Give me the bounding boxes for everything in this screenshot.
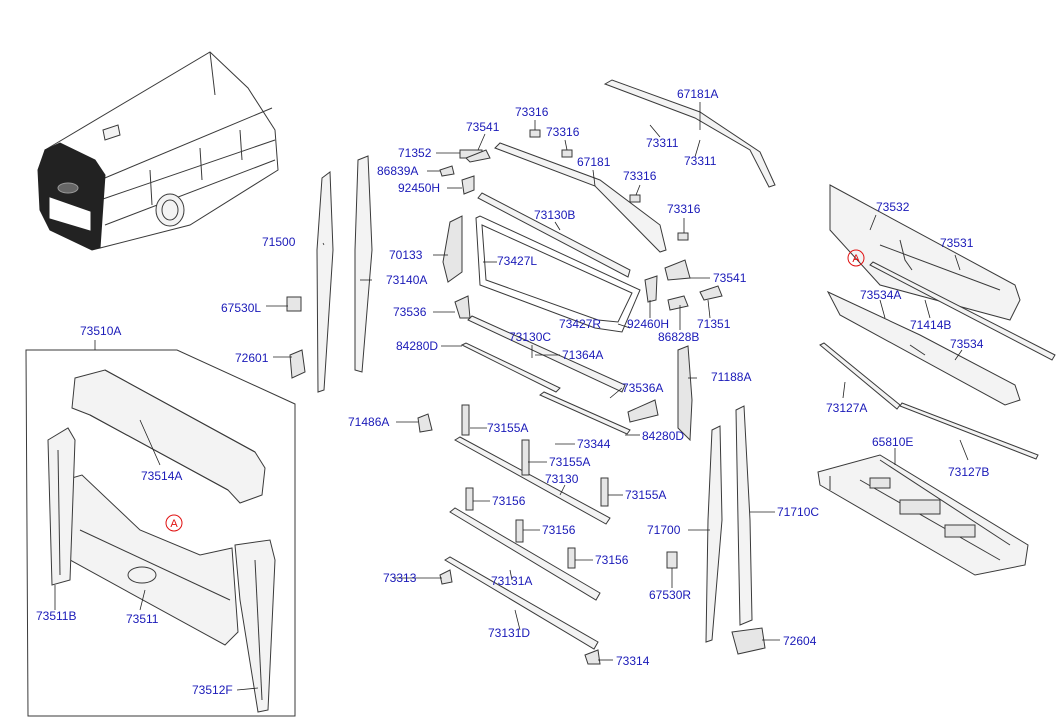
reference-letter: A: [852, 253, 860, 265]
part-label-86839A[interactable]: 86839A: [377, 164, 418, 178]
part-label-73534A[interactable]: 73534A: [860, 288, 901, 302]
part-label-73514A[interactable]: 73514A: [141, 469, 182, 483]
rear-panel-assembly-box: [25, 349, 296, 717]
part-label-73130B[interactable]: 73130B: [534, 208, 575, 222]
centre-parts-illustration: [286, 79, 776, 665]
part-label-73536A[interactable]: 73536A: [622, 381, 663, 395]
part-label-73427L[interactable]: 73427L: [497, 254, 537, 268]
part-label-67530R[interactable]: 67530R: [649, 588, 691, 602]
part-label-73427R[interactable]: 73427R: [559, 317, 601, 331]
part-label-73534[interactable]: 73534: [950, 337, 984, 351]
part-label-71414B[interactable]: 71414B: [910, 318, 951, 332]
part-label-71700[interactable]: 71700: [647, 523, 681, 537]
part-label-71710C[interactable]: 71710C: [777, 505, 819, 519]
part-label-73512F[interactable]: 73512F: [192, 683, 233, 697]
part-label-73155A[interactable]: 73155A: [625, 488, 666, 502]
part-labels: 67181A 73316 73541 73316 73311 71352 671…: [36, 87, 989, 697]
part-label-84280D[interactable]: 84280D: [642, 429, 684, 443]
part-label-71352[interactable]: 71352: [398, 146, 432, 160]
part-label-73511B[interactable]: 73511B: [36, 609, 76, 623]
part-label-73314[interactable]: 73314: [616, 654, 650, 668]
part-label-73511[interactable]: 73511: [126, 612, 159, 626]
right-parts-illustration: [817, 184, 1056, 576]
part-label-73127A[interactable]: 73127A: [826, 401, 867, 415]
part-label-73316[interactable]: 73316: [515, 105, 549, 119]
part-label-73532[interactable]: 73532: [876, 200, 910, 214]
part-label-67181[interactable]: 67181: [577, 155, 611, 169]
part-label-71364A[interactable]: 71364A: [562, 348, 603, 362]
part-label-70133[interactable]: 70133: [389, 248, 423, 262]
part-label-73155A[interactable]: 73155A: [487, 421, 528, 435]
part-label-73541[interactable]: 73541: [713, 271, 747, 285]
reference-marker-a-left[interactable]: A: [165, 514, 183, 532]
reference-letter: A: [170, 518, 178, 530]
part-label-71486A[interactable]: 71486A: [348, 415, 389, 429]
part-label-73130C[interactable]: 73130C: [509, 330, 551, 344]
part-label-73155A[interactable]: 73155A: [549, 455, 590, 469]
part-label-71351[interactable]: 71351: [697, 317, 731, 331]
bus-overview-illustration: [37, 51, 279, 251]
leader-lines: [54, 102, 969, 691]
part-label-92450H[interactable]: 92450H: [398, 181, 440, 195]
part-label-73311[interactable]: 73311: [646, 136, 679, 150]
part-label-73316[interactable]: 73316: [546, 125, 580, 139]
part-label-73316[interactable]: 73316: [667, 202, 701, 216]
part-label-72604[interactable]: 72604: [783, 634, 817, 648]
part-label-73131A[interactable]: 73131A: [491, 574, 532, 588]
part-label-73140A[interactable]: 73140A: [386, 273, 427, 287]
part-label-71188A[interactable]: 71188A: [711, 370, 751, 384]
part-label-84280D[interactable]: 84280D: [396, 339, 438, 353]
part-label-73311[interactable]: 73311: [684, 154, 717, 168]
part-label-73313[interactable]: 73313: [383, 571, 417, 585]
part-label-86828B[interactable]: 86828B: [658, 330, 699, 344]
part-label-92460H[interactable]: 92460H: [627, 317, 669, 331]
part-label-73344[interactable]: 73344: [577, 437, 611, 451]
part-label-73531[interactable]: 73531: [940, 236, 974, 250]
part-label-73127B[interactable]: 73127B: [948, 465, 989, 479]
part-label-73510A[interactable]: 73510A: [80, 324, 121, 338]
part-label-73156[interactable]: 73156: [595, 553, 629, 567]
part-label-73156[interactable]: 73156: [542, 523, 576, 537]
part-label-73130[interactable]: 73130: [545, 472, 579, 486]
part-label-67181A[interactable]: 67181A: [677, 87, 718, 101]
part-label-67530L[interactable]: 67530L: [221, 301, 261, 315]
part-label-73536[interactable]: 73536: [393, 305, 427, 319]
part-label-65810E[interactable]: 65810E: [872, 435, 913, 449]
part-label-73541[interactable]: 73541: [466, 120, 500, 134]
part-label-72601[interactable]: 72601: [235, 351, 269, 365]
part-label-73156[interactable]: 73156: [492, 494, 526, 508]
part-label-71500[interactable]: 71500: [262, 235, 296, 249]
reference-marker-a-right[interactable]: A: [847, 249, 865, 267]
part-label-73131D[interactable]: 73131D: [488, 626, 530, 640]
part-label-73316[interactable]: 73316: [623, 169, 657, 183]
